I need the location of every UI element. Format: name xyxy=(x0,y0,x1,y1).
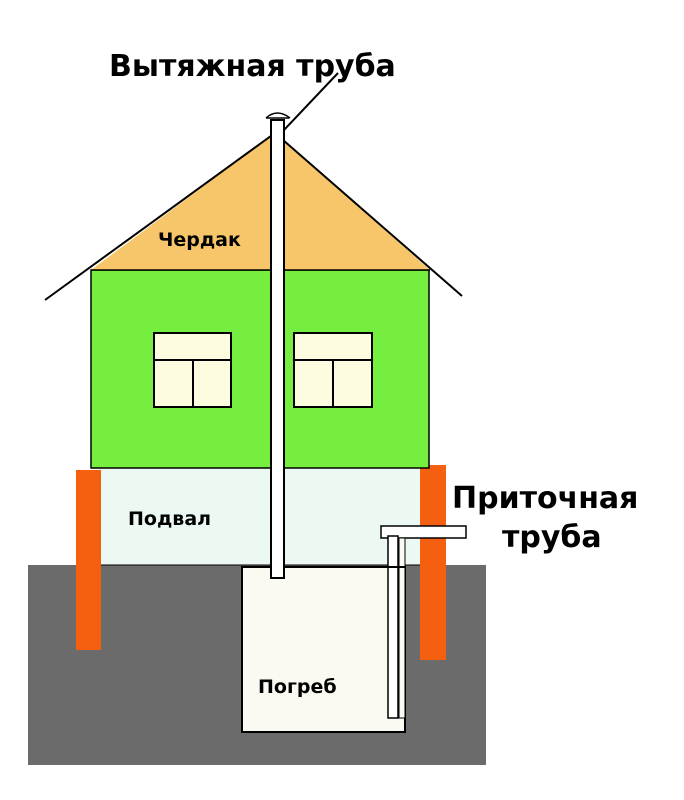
roof-left-edge xyxy=(44,132,276,301)
supply-pipe-label-line1: Приточная xyxy=(452,481,638,516)
right-pile xyxy=(420,465,446,660)
left-pile xyxy=(76,470,101,650)
cellar-label: Погреб xyxy=(258,676,337,698)
supply-pipe xyxy=(380,525,467,719)
right-window xyxy=(293,332,373,408)
basement-label: Подвал xyxy=(128,508,211,530)
cellar xyxy=(241,566,406,733)
exhaust-pipe xyxy=(265,112,291,579)
roof-right-edge xyxy=(274,132,463,297)
attic xyxy=(91,133,430,270)
supply-pipe-label-line2: труба xyxy=(502,520,602,555)
attic-label: Чердак xyxy=(158,229,241,251)
basement xyxy=(92,468,427,565)
left-window xyxy=(153,332,232,408)
house-walls xyxy=(90,269,430,469)
exhaust-pipe-label: Вытяжная труба xyxy=(109,49,396,84)
exhaust-pipe-leader xyxy=(283,72,339,131)
